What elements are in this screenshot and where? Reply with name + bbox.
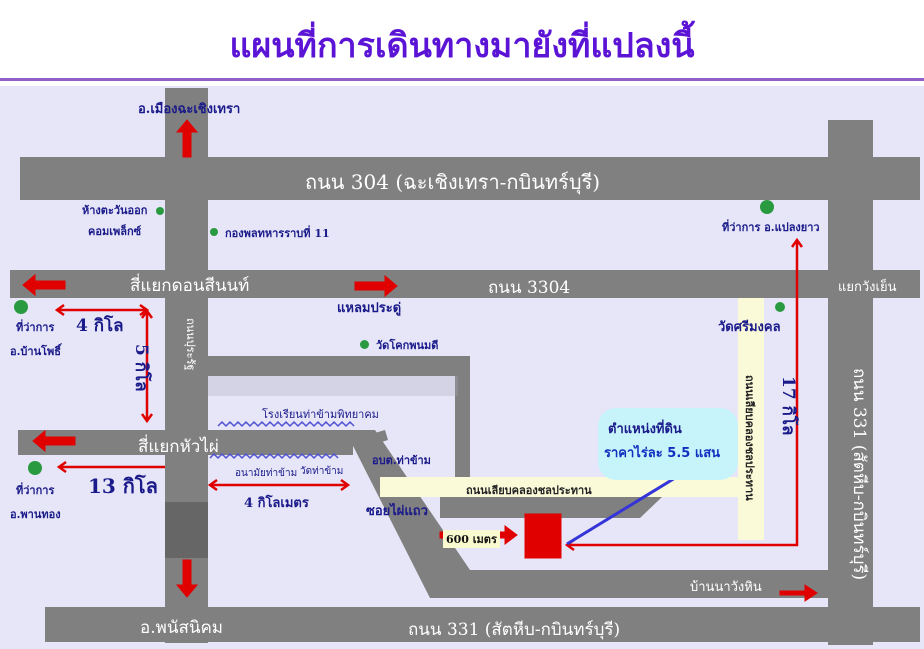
land-marker	[524, 513, 562, 559]
landmark-dot	[156, 207, 164, 215]
land-price: ราคาไร่ละ 5.5 แสน	[604, 446, 721, 461]
road-label-304: ถนน 304 (ฉะเชิงเทรา-กบินทร์บุรี)	[305, 170, 601, 194]
distance-arrow-13	[56, 460, 165, 474]
road-soi	[440, 497, 662, 518]
place-wat-khok: วัดโคกพนมดี	[376, 339, 439, 352]
distance-5: 5 กิโล	[131, 344, 151, 392]
place-army: กองพลทหารราบที่ 11	[225, 227, 330, 240]
landmark-dot	[775, 302, 785, 312]
road-label-canal-vertical: ถนนเลียบคลองชลประทาน	[743, 375, 756, 501]
title-divider	[0, 78, 924, 81]
arrow-left-icon	[22, 273, 66, 297]
road-label-3304: ถนน 3304	[488, 278, 571, 298]
road-wang-hin	[430, 570, 830, 598]
road-loop-top	[208, 356, 470, 376]
place-wat-sri: วัดศรีมงคล	[718, 320, 781, 335]
route-map	[0, 86, 924, 649]
distance-arrow-5	[140, 308, 154, 424]
road-331-bottom	[45, 607, 920, 642]
road-loop-right	[455, 356, 470, 480]
place-don-si-non: สี่แยกดอนสีนนท์	[130, 276, 250, 296]
road-label-331-vertical: ถนน 331 (สัตหีบ-กบินทร์บุรี)	[849, 368, 869, 581]
distance-4km: 4 กิโลเมตร	[244, 496, 309, 511]
road-diagonal	[345, 430, 470, 598]
distance-13: 13 กิโล	[88, 474, 158, 498]
place-obt: อบต.ท่าข้าม	[372, 454, 431, 467]
place-mueang: อ.เมืองฉะเชิงเทรา	[138, 102, 241, 117]
place-huai-phai: สี่แยกหัวไผ่	[138, 437, 219, 457]
place-phanat: อ.พนัสนิคม	[140, 618, 224, 638]
landmark-dot	[360, 340, 369, 349]
place-phan: ที่ว่าการ	[16, 484, 55, 497]
land-label: ตำแหน่งที่ดิน	[608, 422, 682, 437]
landmark-dot	[210, 228, 218, 236]
place-plaeng-yao: ที่ว่าการ อ.แปลงยาว	[722, 221, 820, 234]
place-wang-hin: บ้านนาวังหิน	[690, 580, 762, 595]
place-wang-yen: แยกวังเย็น	[838, 280, 897, 295]
canal-road-vertical	[738, 298, 764, 540]
distance-600: 600 เมตร	[443, 530, 500, 548]
arrow-down-icon	[175, 559, 199, 598]
distance-17: 17 กิโล	[778, 376, 798, 436]
place-mall-2: คอมเพล็กซ์	[88, 225, 142, 238]
land-callout	[598, 408, 738, 480]
arrow-right-icon	[354, 274, 398, 298]
arrow-up-icon	[175, 119, 199, 158]
landmark-dot	[14, 300, 28, 314]
road-label-canal: ถนนเลียบคลองชลประทาน	[466, 484, 592, 497]
distance-arrow-4km	[207, 478, 351, 492]
arrow-left-icon	[32, 429, 76, 453]
place-ban-pho: ที่ว่าการ	[16, 321, 55, 334]
road-label-left: ถนนปุระรัฐ	[184, 318, 197, 371]
pointer-line	[566, 476, 676, 546]
map-title: แผนที่การเดินทางมายังที่แปลงนี้	[229, 26, 695, 66]
landmark-dot	[28, 461, 42, 475]
place-health: อนามัยท่าข้าม	[235, 468, 298, 479]
distance-4: 4 กิโล	[76, 316, 124, 336]
road-3304	[10, 270, 920, 298]
place-ban-pho-2: อ.บ้านโพธิ์	[10, 345, 61, 358]
road-label-331: ถนน 331 (สัตหีบ-กบินทร์บุรี)	[408, 620, 621, 640]
landmark-dot	[760, 200, 774, 214]
place-school: โรงเรียนท่าข้ามพิทยาคม	[262, 408, 379, 421]
place-laem: แหลมประดู่	[337, 301, 402, 316]
road-331-right	[828, 120, 873, 645]
arrow-right-icon	[779, 584, 818, 602]
place-mall: ห้างตะวันออก	[82, 204, 148, 217]
road-label-soi: ซอยไผ่แถว	[366, 504, 428, 519]
place-phan-2: อ.พานทอง	[10, 508, 61, 521]
place-wat-tha: วัดท่าข้าม	[300, 466, 344, 477]
